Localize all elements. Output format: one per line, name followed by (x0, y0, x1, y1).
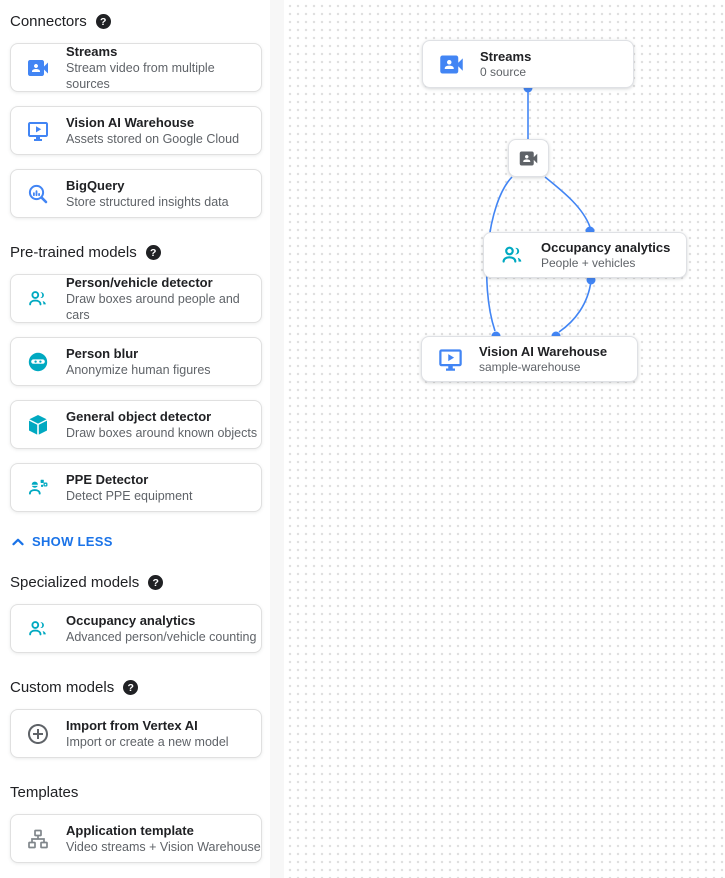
node-streams[interactable]: Streams 0 source (422, 40, 634, 88)
card-ppe-detector[interactable]: PPE Detector Detect PPE equipment (10, 463, 262, 512)
node-subtitle: 0 source (480, 65, 527, 79)
section-header-templates: Templates (10, 784, 262, 801)
card-application-template[interactable]: Application template Video streams + Vis… (10, 814, 262, 863)
section-title: Specialized models (10, 574, 140, 591)
show-less-label: SHOW LESS (32, 534, 113, 549)
card-person-vehicle-detector[interactable]: Person/vehicle detector Draw boxes aroun… (10, 274, 262, 323)
node-title: Occupancy analytics (541, 240, 671, 255)
card-occupancy-analytics[interactable]: Occupancy analytics Advanced person/vehi… (10, 604, 262, 653)
people-icon (498, 241, 526, 269)
card-desc: Draw boxes around people and cars (66, 292, 240, 322)
section-header-custom: Custom models ? (10, 679, 262, 696)
card-desc: Stream video from multiple sources (66, 61, 215, 91)
node-occupancy-analytics[interactable]: Occupancy analytics People + vehicles (483, 232, 687, 278)
card-desc: Store structured insights data (66, 195, 229, 209)
card-desc: Import or create a new model (66, 735, 229, 749)
show-less-link[interactable]: SHOW LESS (12, 534, 262, 549)
video-camera-icon (26, 56, 50, 80)
card-vision-ai-warehouse[interactable]: Vision AI Warehouse Assets stored on Goo… (10, 106, 262, 155)
graph-canvas[interactable]: Streams 0 source Occupancy analytics Peo… (284, 0, 725, 878)
node-subtitle: sample-warehouse (479, 360, 581, 374)
smart-display-icon (436, 345, 464, 373)
card-desc: Anonymize human figures (66, 363, 211, 377)
component-sidebar: Connectors ? Streams Stream video from m… (0, 0, 270, 878)
ppe-person-icon (26, 476, 50, 500)
node-title: Vision AI Warehouse (479, 344, 608, 359)
edge-occupancy-warehouse (558, 280, 592, 333)
card-title: Person blur (66, 346, 139, 361)
card-desc: Detect PPE equipment (66, 489, 193, 503)
people-icon (26, 287, 50, 311)
sidebar-scrollbar[interactable] (270, 0, 284, 878)
card-title: Application template (66, 823, 194, 838)
smart-display-icon (26, 119, 50, 143)
card-title: Vision AI Warehouse (66, 115, 195, 130)
card-title: General object detector (66, 409, 212, 424)
card-desc: Draw boxes around known objects (66, 426, 258, 440)
section-title: Pre-trained models (10, 244, 137, 261)
card-general-object-detector[interactable]: General object detector Draw boxes aroun… (10, 400, 262, 449)
card-title: PPE Detector (66, 472, 149, 487)
card-title: Person/vehicle detector (66, 275, 213, 290)
chevron-up-icon (12, 538, 24, 546)
sitemap-icon (26, 827, 50, 851)
section-header-connectors: Connectors ? (10, 13, 262, 30)
card-title: Occupancy analytics (66, 613, 196, 628)
node-title: Streams (480, 49, 532, 64)
people-icon (26, 617, 50, 641)
node-subtitle: People + vehicles (541, 256, 636, 270)
section-title: Templates (10, 784, 79, 801)
card-desc: Video streams + Vision Warehouse (66, 840, 261, 854)
edge-junction-occupancy (544, 176, 591, 228)
add-circle-icon (26, 722, 50, 746)
card-title: Streams (66, 44, 118, 59)
help-icon[interactable]: ? (95, 14, 111, 29)
help-icon[interactable]: ? (145, 245, 161, 260)
node-model-junction[interactable] (508, 139, 549, 177)
card-import-vertex-ai[interactable]: Import from Vertex AI Import or create a… (10, 709, 262, 758)
help-icon[interactable]: ? (148, 575, 164, 590)
card-bigquery[interactable]: BigQuery Store structured insights data (10, 169, 262, 218)
card-desc: Advanced person/vehicle counting (66, 630, 257, 644)
section-title: Connectors (10, 13, 87, 30)
card-title: Import from Vertex AI (66, 718, 198, 733)
video-camera-icon (515, 144, 543, 172)
card-person-blur[interactable]: Person blur Anonymize human figures (10, 337, 262, 386)
card-streams[interactable]: Streams Stream video from multiple sourc… (10, 43, 262, 92)
section-header-specialized: Specialized models ? (10, 574, 262, 591)
video-camera-icon (437, 50, 465, 78)
card-desc: Assets stored on Google Cloud (66, 132, 240, 146)
help-icon[interactable]: ? (123, 680, 139, 695)
face-blur-icon (26, 350, 50, 374)
node-vision-ai-warehouse[interactable]: Vision AI Warehouse sample-warehouse (421, 336, 638, 382)
bigquery-icon (26, 182, 50, 206)
section-title: Custom models (10, 679, 115, 696)
box-icon (26, 413, 50, 437)
graph-edges (485, 83, 596, 341)
section-header-pretrained: Pre-trained models ? (10, 244, 262, 261)
card-title: BigQuery (66, 178, 125, 193)
